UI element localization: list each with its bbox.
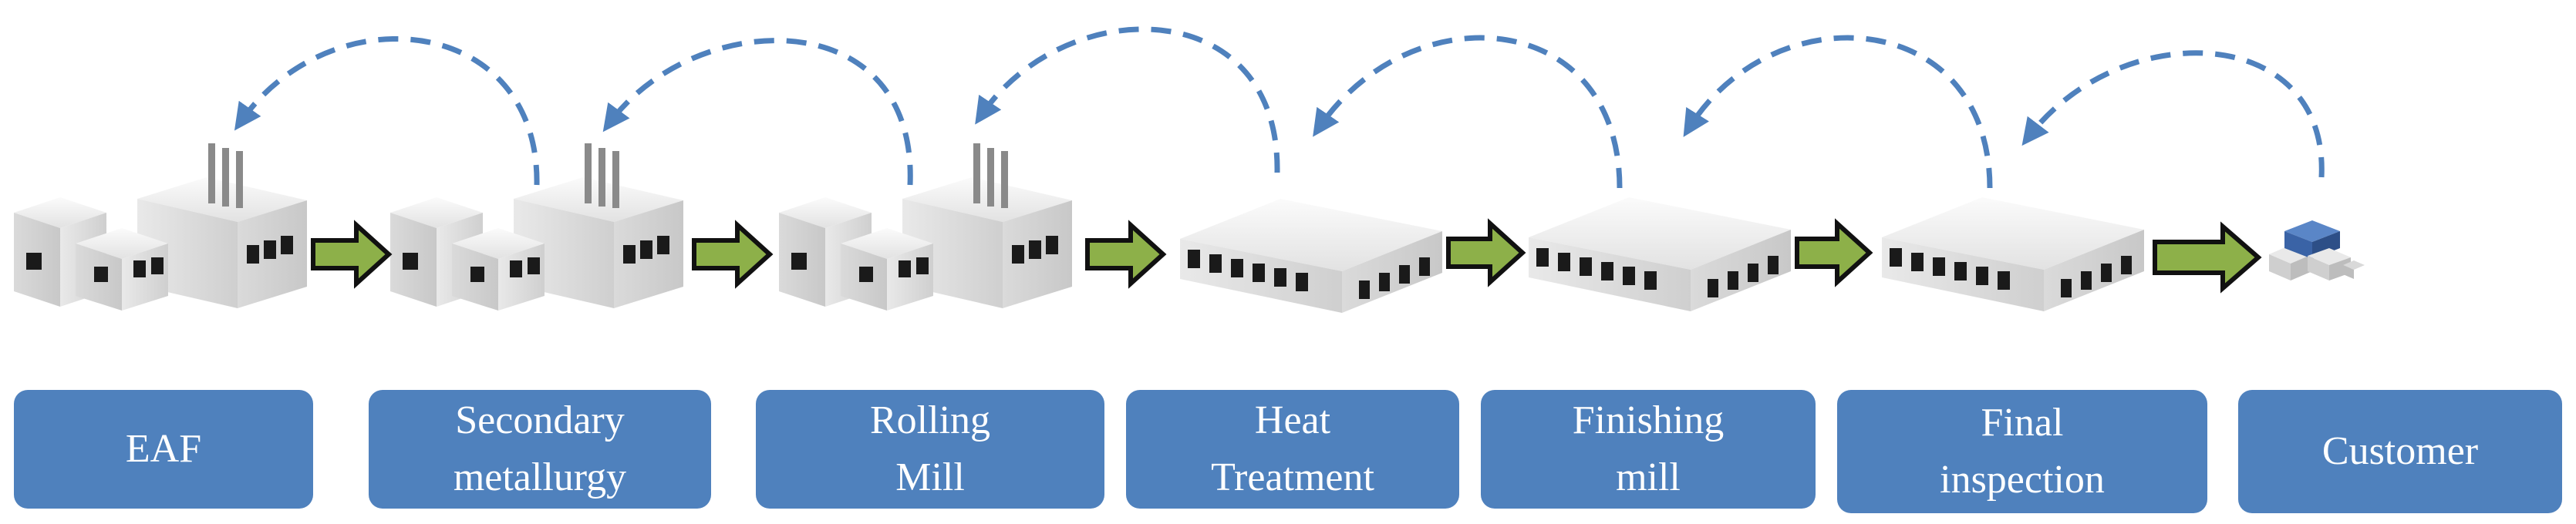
forward-arrow [1795, 218, 1873, 287]
stage-label: Rolling Mill [869, 398, 991, 499]
stage-label: EAF [125, 427, 202, 471]
feedback-arrow [1313, 35, 1623, 189]
feedback-arrow [602, 38, 913, 186]
feedback-arrow [234, 36, 540, 186]
stage-box-heat-treatment: Heat Treatment [1126, 390, 1459, 509]
stage-label: Customer [2321, 429, 2479, 473]
stage-label: Secondary metallurgy [453, 398, 627, 499]
stage-box-customer: Customer [2238, 390, 2562, 513]
flat-building-icon [1180, 199, 1442, 313]
forward-arrow [1446, 218, 1526, 287]
forward-arrow [311, 220, 393, 289]
stage-box-finishing-mill: Finishing mill [1481, 390, 1816, 509]
forward-arrow [692, 220, 774, 289]
stage-box-rolling-mill: Rolling Mill [756, 390, 1104, 509]
stage-box-secondary-metallurgy: Secondary metallurgy [369, 390, 711, 509]
factory-icon [14, 143, 307, 311]
flat-building-icon [1529, 197, 1791, 311]
stage-box-final-inspection: Final inspection [1837, 390, 2207, 513]
customer-boxes-icon [2269, 220, 2365, 280]
feedback-arrow [2021, 50, 2325, 178]
forward-arrow [2153, 221, 2262, 294]
stage-box-eaf: EAF [14, 390, 313, 509]
forward-arrow [1085, 220, 1167, 289]
feedback-arrow [975, 26, 1280, 173]
factory-icon [390, 143, 683, 311]
feedback-arrow [1683, 35, 1993, 189]
factory-icon [779, 143, 1072, 311]
stage-label: Final inspection [1940, 401, 2105, 502]
flat-building-icon [1882, 197, 2144, 311]
stage-label: Heat Treatment [1211, 398, 1374, 499]
stage-label: Finishing mill [1572, 398, 1725, 499]
